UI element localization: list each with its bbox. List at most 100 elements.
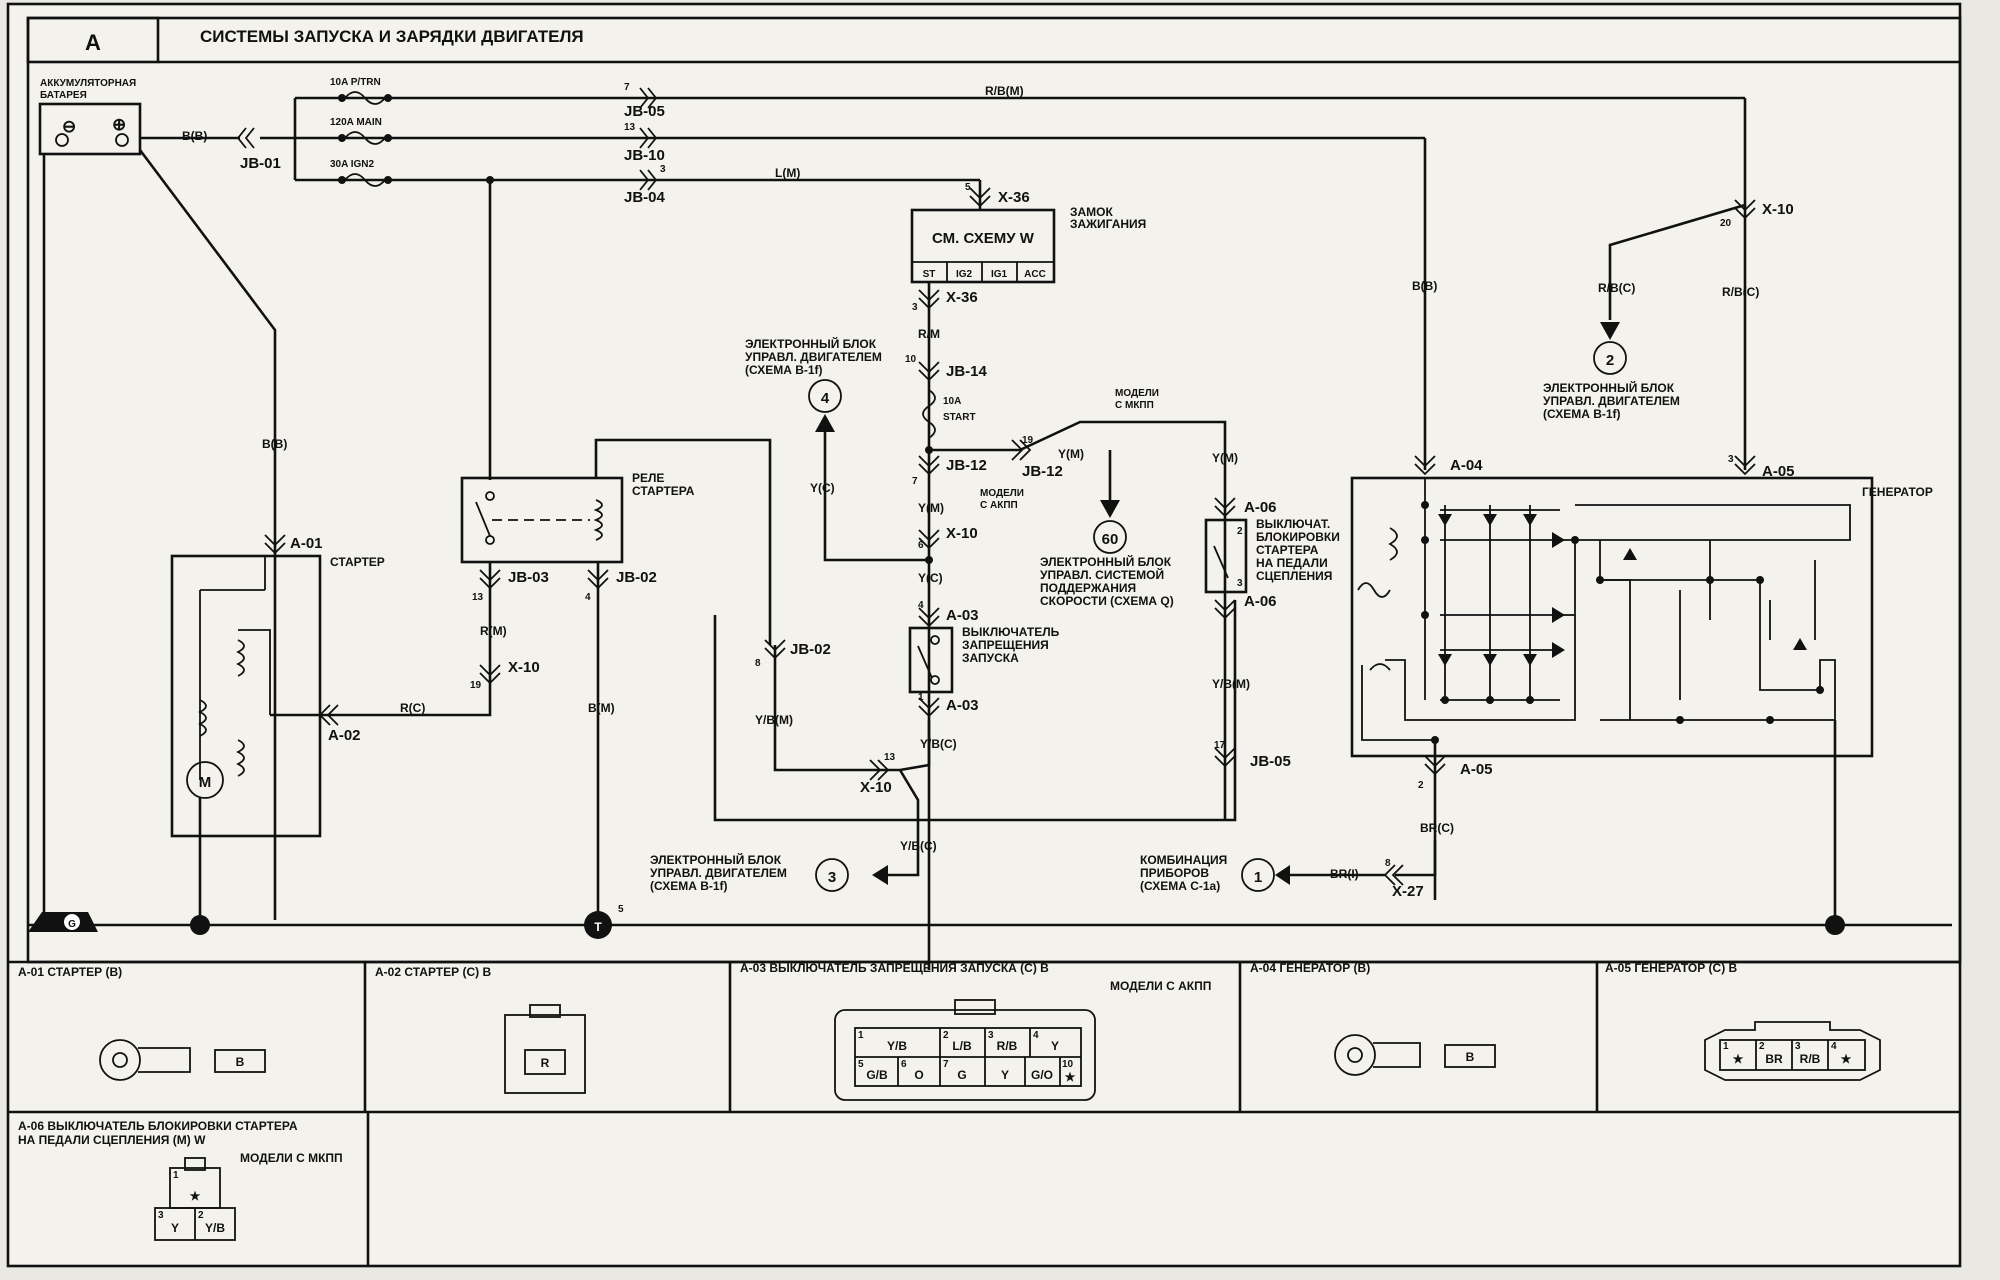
models-akpp: МОДЕЛИ [980, 488, 1024, 499]
conn-a05-v2: BR [1765, 1052, 1783, 1066]
generator-label: ГЕНЕРАТОР [1862, 485, 1933, 499]
wire-label-rbc-left: R/B(C) [1598, 281, 1635, 295]
connector-jb01-icon [236, 127, 255, 149]
generator-nodes [1421, 501, 1824, 744]
wire-label-rm: R(M) [480, 624, 507, 638]
starter-relay [460, 476, 624, 564]
connector-x10-mid-icon [918, 529, 940, 550]
conn-a03-v3: R/B [997, 1039, 1018, 1053]
connector-a01: A-01 [290, 535, 323, 552]
fuse-start [922, 389, 936, 439]
conn-a03-n1: 1 [858, 1030, 864, 1041]
pin-6: 6 [918, 540, 924, 551]
conn-a05-title: A-05 ГЕНЕРАТОР (C) B [1605, 961, 1738, 975]
conn-a04-ring [1334, 1034, 1376, 1076]
ground-node-starter [190, 915, 210, 935]
fuse-start-label: START [943, 412, 976, 423]
connector-x10-right: X-10 [1762, 201, 1794, 218]
pin-19b: 19 [470, 680, 482, 691]
conn-a01-pin: B [236, 1055, 245, 1069]
fuse-120a [338, 131, 392, 145]
wire-label-bri: BR(I) [1330, 867, 1359, 881]
pin-jb12: 7 [912, 476, 918, 487]
rectifier-diodes [1438, 514, 1807, 666]
wire-label-ybc: Y/B(C) [920, 737, 957, 751]
cluster-label-2: ПРИБОРОВ [1140, 866, 1209, 880]
conn-a03-v9: G/O [1031, 1068, 1053, 1082]
pin-4b: 4 [585, 592, 591, 603]
connector-x27: X-27 [1392, 883, 1424, 900]
clutch-blade [1213, 545, 1229, 579]
pin-8: 8 [1385, 858, 1391, 869]
connector-a06-bot-icon [1214, 599, 1236, 620]
wire-label-ym2: Y(M) [918, 501, 944, 515]
ecu60-label-2: УПРАВЛ. СИСТЕМОЙ [1040, 567, 1164, 582]
connector-a05-top-icon [1734, 455, 1756, 476]
ignition-ref: СМ. СХЕМУ W [932, 230, 1035, 247]
conn-a04-hole [1347, 1047, 1363, 1063]
connector-x10-bot-icon [869, 759, 890, 781]
pin-2b: 2 [1418, 780, 1424, 791]
ground-node-generator [1825, 915, 1845, 935]
conn-a03-n4: 4 [1033, 1030, 1039, 1041]
pin-x36-bot: 3 [912, 302, 918, 313]
pin-20: 20 [1720, 218, 1732, 229]
connector-a04: A-04 [1450, 457, 1483, 474]
pin-x36-top: 5 [965, 182, 971, 193]
wire-ybc-down [899, 720, 931, 772]
conn-a03-n2: 2 [943, 1030, 949, 1041]
conn-a06-body [154, 1157, 236, 1241]
wire-label-brc: BR(C) [1420, 821, 1454, 835]
section-badge [26, 16, 160, 64]
connector-jb02b-icon [764, 639, 786, 660]
ecu60-label-4: СКОРОСТИ (СХЕМА Q) [1040, 594, 1174, 608]
battery-terminal-neg [55, 133, 69, 147]
ecu4-num: 4 [821, 390, 830, 407]
conn-a03-n7: 7 [943, 1059, 949, 1070]
pin-8b: 8 [755, 658, 761, 669]
fuse-label-120a: 120A MAIN [330, 117, 382, 128]
wire-ym-branch [929, 420, 1227, 510]
conn-a04-pin-box [1444, 1044, 1496, 1068]
cluster-label: КОМБИНАЦИЯ [1140, 853, 1227, 867]
connector-a05-bot: A-05 [1460, 761, 1493, 778]
conn-a05-n4: 4 [1831, 1041, 1837, 1052]
junction-dot-relay [486, 176, 494, 184]
pin-jb05: 7 [624, 82, 630, 93]
conn-a02-pin: R [541, 1056, 550, 1070]
conn-a05-body [1704, 1021, 1881, 1081]
wire-cluster [1395, 840, 1437, 877]
ecu4-label: ЭЛЕКТРОННЫЙ БЛОК [745, 336, 877, 351]
connector-jb03-icon [479, 569, 501, 590]
wire-label-bm: B(M) [588, 701, 615, 715]
connector-jb12: JB-12 [946, 457, 987, 474]
wire-label-bb-right: B(B) [1412, 279, 1437, 293]
ground-g-icon [62, 912, 82, 932]
connector-x10-right-icon [1734, 199, 1756, 220]
conn-a06-v1: ★ [190, 1189, 201, 1203]
starter-coil-1 [235, 639, 245, 677]
clutch-switch [1204, 518, 1248, 594]
ign-term-ig2: IG2 [956, 269, 973, 280]
conn-a05-grid [1719, 1039, 1866, 1071]
conn-a06-v3: Y [171, 1221, 179, 1235]
conn-a02-body [504, 1014, 586, 1094]
conn-a03-v8: Y [1001, 1068, 1009, 1082]
models-mkpp: МОДЕЛИ [1115, 388, 1159, 399]
page-frame [6, 2, 1962, 1268]
connector-a03-bot-icon [918, 697, 940, 718]
conn-a03-v6: O [914, 1068, 923, 1082]
wire-label-rc: R(C) [400, 701, 425, 715]
ecu2-ref [1593, 341, 1627, 375]
starter-coil-3 [235, 739, 245, 777]
cluster-ref [1241, 858, 1275, 892]
conn-a03-grid [854, 1027, 1082, 1087]
conn-a01-title: A-01 СТАРТЕР (B) [18, 965, 122, 979]
ground-g-label: G [68, 919, 76, 930]
conn-a06-title-2: НА ПЕДАЛИ СЦЕПЛЕНИЯ (M) W [18, 1133, 206, 1147]
connector-jb12b-icon [1011, 439, 1032, 461]
arrow-ecu60 [1100, 500, 1120, 518]
pin-13: 13 [884, 752, 896, 763]
connector-a03-bot: A-03 [946, 697, 979, 714]
